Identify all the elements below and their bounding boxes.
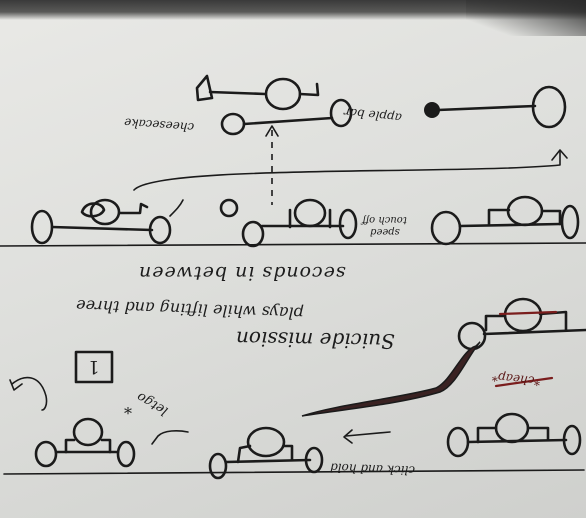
barbell-bottom-left xyxy=(34,417,136,468)
barbell-right xyxy=(424,85,567,129)
curly-arrow-left xyxy=(11,376,48,411)
label-click-and-hold: click and hold xyxy=(329,460,416,478)
arrow-bottom-head xyxy=(343,429,353,444)
divider-line-top xyxy=(0,242,586,247)
label-touch-off: touch off xyxy=(362,214,407,225)
ramp-scribble xyxy=(301,341,481,417)
barbell-bottom-right xyxy=(446,412,582,458)
label-letgo-star: * xyxy=(124,404,132,423)
description-line-1: Suicide mission xyxy=(235,326,395,354)
curved-arrow xyxy=(133,151,561,191)
divider-line-bottom xyxy=(3,469,585,475)
curly-arrow-left-head xyxy=(9,379,23,391)
photo-shadow-corner xyxy=(466,0,586,36)
barbell-floor-right xyxy=(430,195,580,246)
barbell-lifted-right xyxy=(457,297,586,351)
curved-arrow-head xyxy=(551,149,568,161)
box-number: 1 xyxy=(88,356,100,377)
red-scribble xyxy=(494,376,554,388)
box-number-frame xyxy=(74,350,114,384)
barbell-bottom-middle xyxy=(208,426,324,480)
photo-background-edge xyxy=(0,0,586,20)
barbell-top-small xyxy=(195,74,320,111)
arrow-bottom xyxy=(345,431,391,437)
label-speed: speed xyxy=(370,226,400,237)
barbell-floor-middle xyxy=(219,198,358,248)
barbell-loaded xyxy=(220,98,353,136)
dashed-arrow-head xyxy=(265,125,279,137)
barbell-floor-left xyxy=(30,198,184,245)
description-line-3: seconds in between xyxy=(138,262,346,284)
arrow-letgo xyxy=(151,430,189,445)
